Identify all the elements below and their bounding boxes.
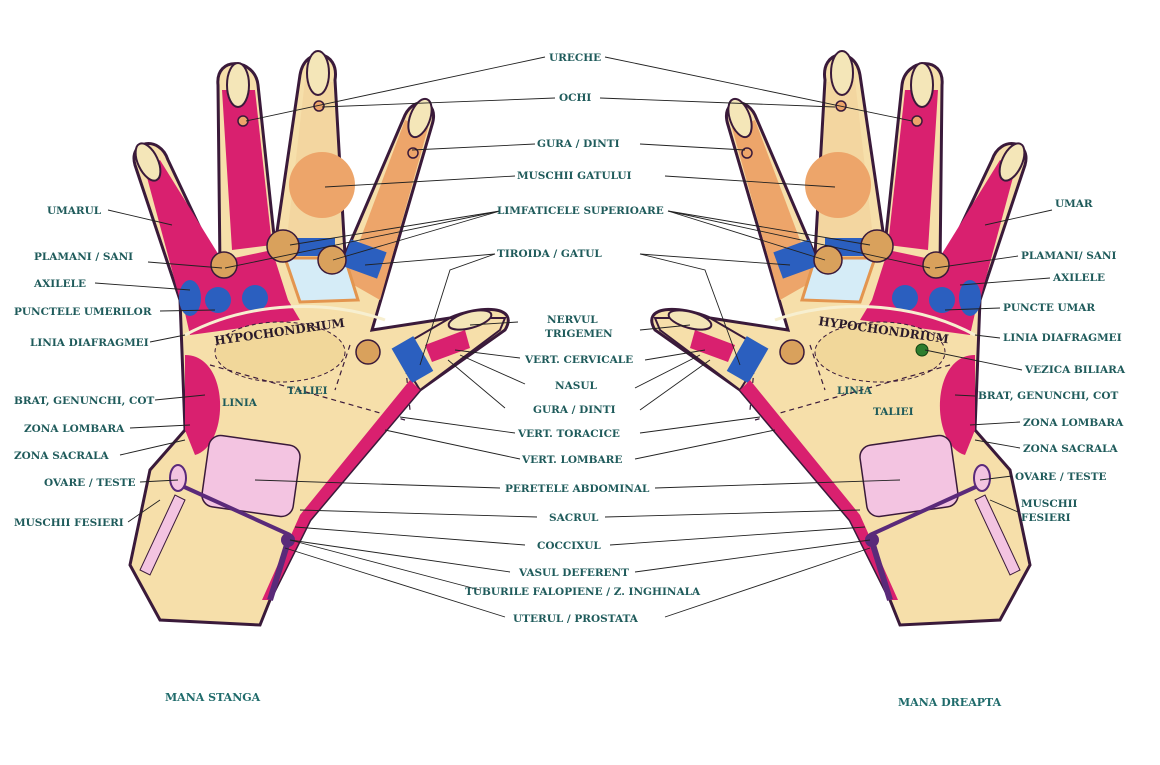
label-puncte-umar: PUNCTE UMAR <box>1003 302 1095 314</box>
label-punctele: PUNCTELE UMERILOR <box>14 306 152 318</box>
label-gura-dinti-2: GURA / DINTI <box>533 404 616 416</box>
leader-lines-left <box>224 56 556 618</box>
label-muschii-gatului: MUSCHII GATULUI <box>517 170 632 182</box>
label-vert-cervicale: VERT. CERVICALE <box>524 354 633 366</box>
label-ovare-left: OVARE / TESTE <box>44 477 136 489</box>
label-ovare-right: OVARE / TESTE <box>1015 471 1107 483</box>
label-uterul: UTERUL / PROSTATA <box>513 613 639 625</box>
taliei-left: TALIEI <box>287 385 328 397</box>
label-tiroida: TIROIDA / GATUL <box>497 248 602 260</box>
label-muschii-right: MUSCHII <box>1021 498 1078 510</box>
label-axilele-left: AXILELE <box>33 278 86 290</box>
label-zona-lombara-right: ZONA LOMBARA <box>1023 417 1124 429</box>
taliei-right: TALIEI <box>873 406 914 418</box>
label-ureche: URECHE <box>549 52 601 64</box>
label-vezica: VEZICA BILIARA <box>1024 364 1126 376</box>
label-brat-left: BRAT, GENUNCHI, COT <box>14 395 154 407</box>
right-hand <box>652 51 1030 625</box>
leader-lines-right <box>599 56 931 618</box>
label-tuburile: TUBURILE FALOPIENE / Z. INGHINALA <box>465 586 701 598</box>
label-fesieri-right: FESIERI <box>1021 512 1071 524</box>
label-ochi: OCHI <box>559 92 591 104</box>
label-zona-sacrala-right: ZONA SACRALA <box>1023 443 1119 455</box>
label-nervul: NERVUL <box>547 314 598 326</box>
label-vert-toracice: VERT. TORACICE <box>517 428 620 440</box>
label-brat-right: BRAT, GENUNCHI, COT <box>978 390 1118 402</box>
label-peretele: PERETELE ABDOMINAL <box>505 483 650 495</box>
label-gura-dinti: GURA / DINTI <box>537 138 620 150</box>
label-limfaticele: LIMFATICELE SUPERIOARE <box>497 205 664 217</box>
label-vert-lombare: VERT. LOMBARE <box>521 454 622 466</box>
label-trigemen: TRIGEMEN <box>545 328 613 340</box>
label-zona-lombara-left: ZONA LOMBARA <box>24 423 125 435</box>
label-vasul: VASUL DEFERENT <box>518 567 629 579</box>
label-axilele-right: AXILELE <box>1052 272 1105 284</box>
label-umarul: UMARUL <box>47 205 102 217</box>
label-coccixul: COCCIXUL <box>537 540 601 552</box>
label-linia-diafragmei-right: LINIA DIAFRAGMEI <box>1003 332 1122 344</box>
label-sacrul: SACRUL <box>549 512 599 524</box>
label-plamani-right: PLAMANI/ SANI <box>1021 250 1117 262</box>
title-right-hand: MANA DREAPTA <box>898 696 1002 709</box>
label-nasul: NASUL <box>555 380 597 392</box>
label-plamani-left: PLAMANI / SANI <box>34 251 133 263</box>
label-linia-diafragmei-left: LINIA DIAFRAGMEI <box>30 337 149 349</box>
label-umar: UMAR <box>1055 198 1093 210</box>
label-muschii-fesieri-left: MUSCHII FESIERI <box>14 517 124 529</box>
leader-lines-side <box>94 209 1053 523</box>
linia-right: LINIA <box>837 385 873 397</box>
title-left-hand: MANA STANGA <box>165 691 261 704</box>
label-zona-sacrala-left: ZONA SACRALA <box>14 450 110 462</box>
gallbladder-point <box>915 343 929 357</box>
linia-left: LINIA <box>222 397 258 409</box>
